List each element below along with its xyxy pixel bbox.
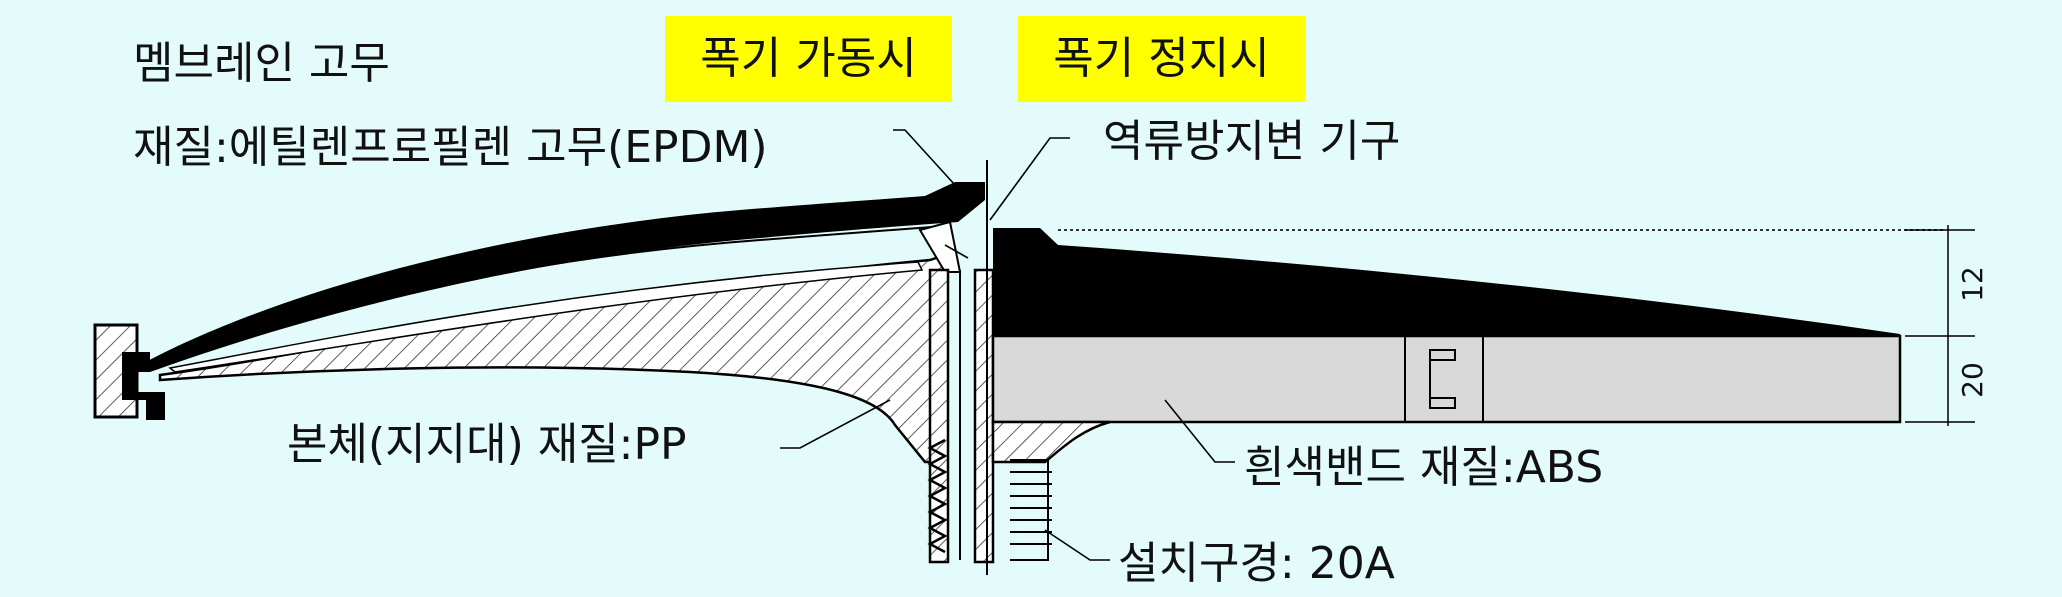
membrane-flat xyxy=(993,228,1900,336)
dimension-lines xyxy=(1905,225,1975,426)
badge-operating: 폭기 가동시 xyxy=(665,16,952,102)
thread-left xyxy=(927,438,948,554)
clamp-inner-rubber xyxy=(122,352,165,420)
white-band xyxy=(991,334,1902,424)
badge-stopped: 폭기 정지시 xyxy=(1018,16,1305,102)
dimension-upper-label: 12 xyxy=(1955,266,1989,302)
label-body-material: 본체(지지대) 재질:PP xyxy=(287,419,687,470)
band-joint xyxy=(1404,336,1484,422)
dimension-lower-label: 20 xyxy=(1955,362,1989,398)
label-install-diameter: 설치구경: 20A xyxy=(1118,538,1395,589)
center-pipe-right-wall xyxy=(973,268,995,564)
label-membrane-material: 재질:에틸렌프로필렌 고무(EPDM) xyxy=(133,122,768,173)
label-check-valve: 역류방지변 기구 xyxy=(1103,116,1401,167)
label-white-band: 흰색밴드 재질:ABS xyxy=(1244,442,1604,493)
leader-lines xyxy=(780,129,1235,561)
thread-right xyxy=(1010,459,1052,561)
body-cavity xyxy=(168,261,924,373)
membrane-inflated xyxy=(140,182,985,372)
label-membrane: 멤브레인 고무 xyxy=(133,38,390,89)
body-support-right xyxy=(991,420,1111,464)
membrane-inner-line xyxy=(154,225,946,369)
